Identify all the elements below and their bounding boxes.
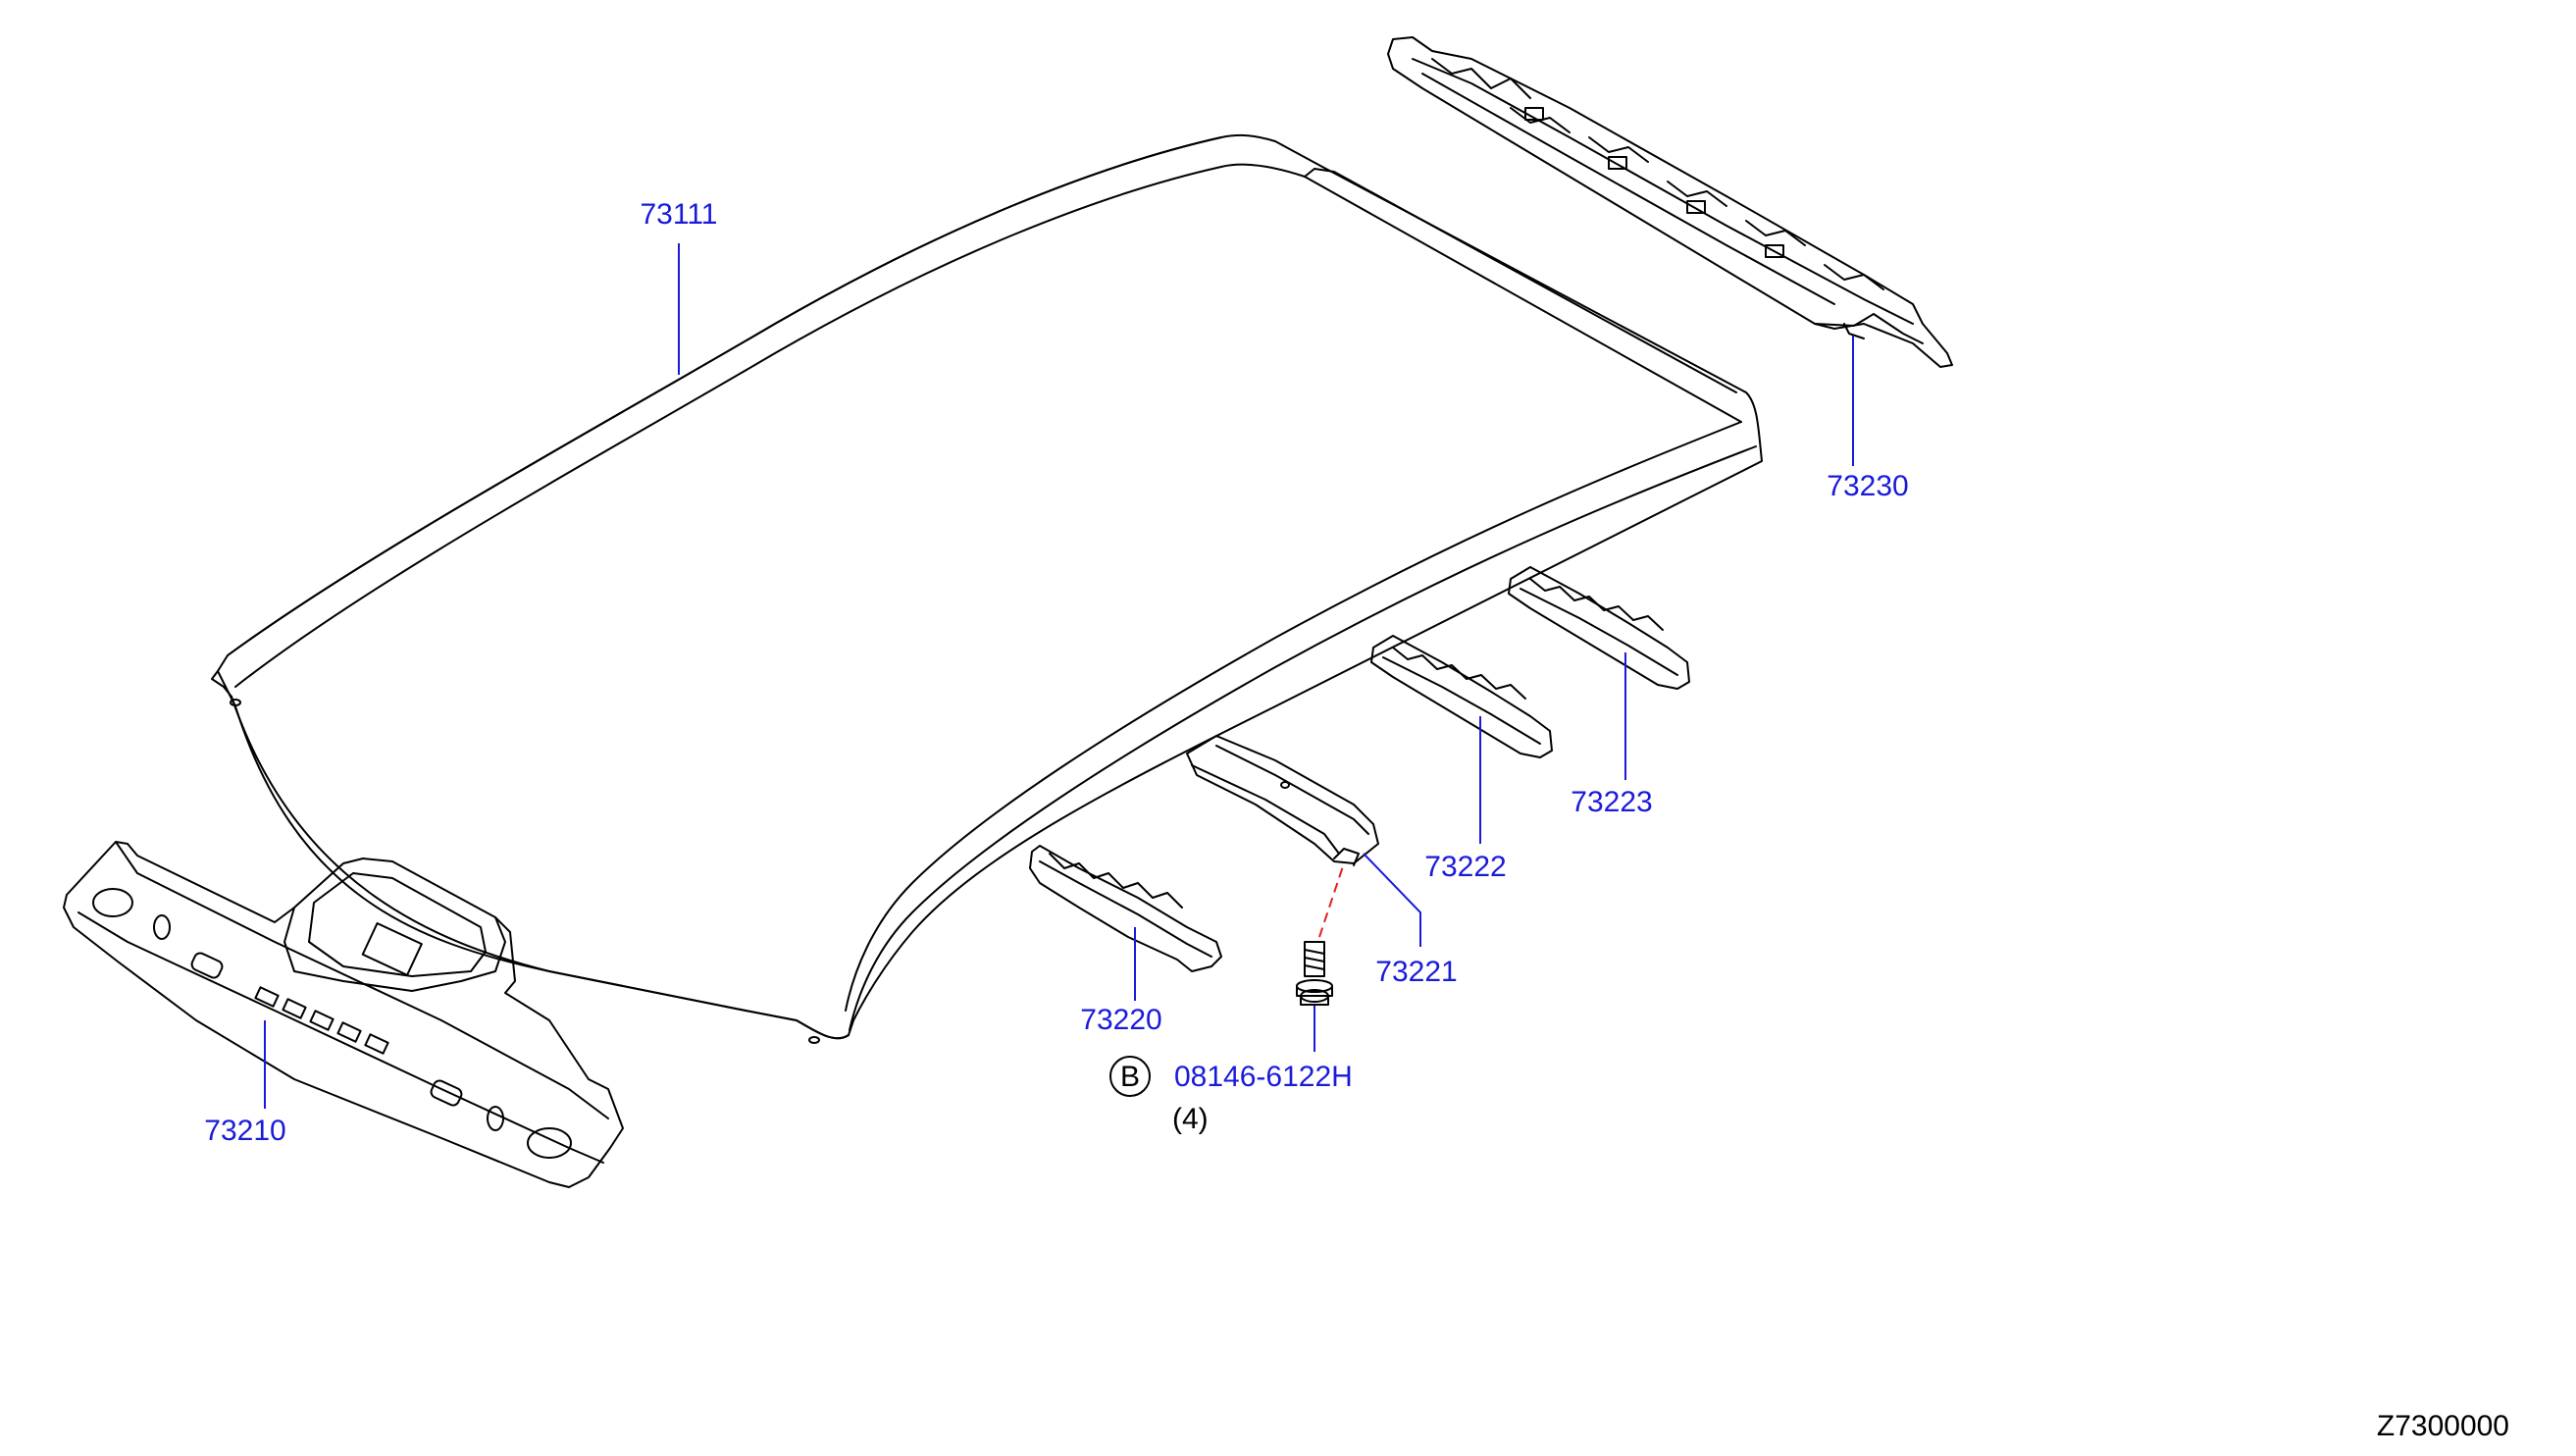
label-73220[interactable]: 73220 (1080, 1004, 1161, 1036)
label-73223[interactable]: 73223 (1571, 786, 1652, 818)
label-73210[interactable]: 73210 (204, 1115, 285, 1147)
rear-rail[interactable] (1387, 36, 1953, 368)
roof-bow-73221[interactable] (1186, 735, 1379, 866)
label-bolt[interactable]: 08146-6122H (1174, 1061, 1353, 1093)
label-73230[interactable]: 73230 (1827, 470, 1908, 502)
roof-bow-73220[interactable] (1029, 845, 1222, 972)
bolt-quantity: (4) (1172, 1103, 1209, 1135)
bolt-marker-letter: B (1120, 1061, 1140, 1093)
diagram-code: Z7300000 (2377, 1410, 2509, 1442)
bolt-guide-line (1318, 862, 1345, 938)
leader-73221 (1363, 853, 1421, 947)
roof-bow-73223[interactable] (1508, 566, 1690, 690)
label-73111[interactable]: 73111 (641, 198, 718, 231)
roof-panel[interactable] (211, 133, 1763, 1044)
roof-bow-73222[interactable] (1370, 635, 1553, 758)
label-73222[interactable]: 73222 (1424, 851, 1506, 883)
bolt[interactable] (1296, 941, 1333, 1006)
front-rail[interactable] (63, 841, 624, 1188)
label-73221[interactable]: 73221 (1375, 956, 1457, 988)
bolt-marker-circle (1109, 1056, 1151, 1097)
